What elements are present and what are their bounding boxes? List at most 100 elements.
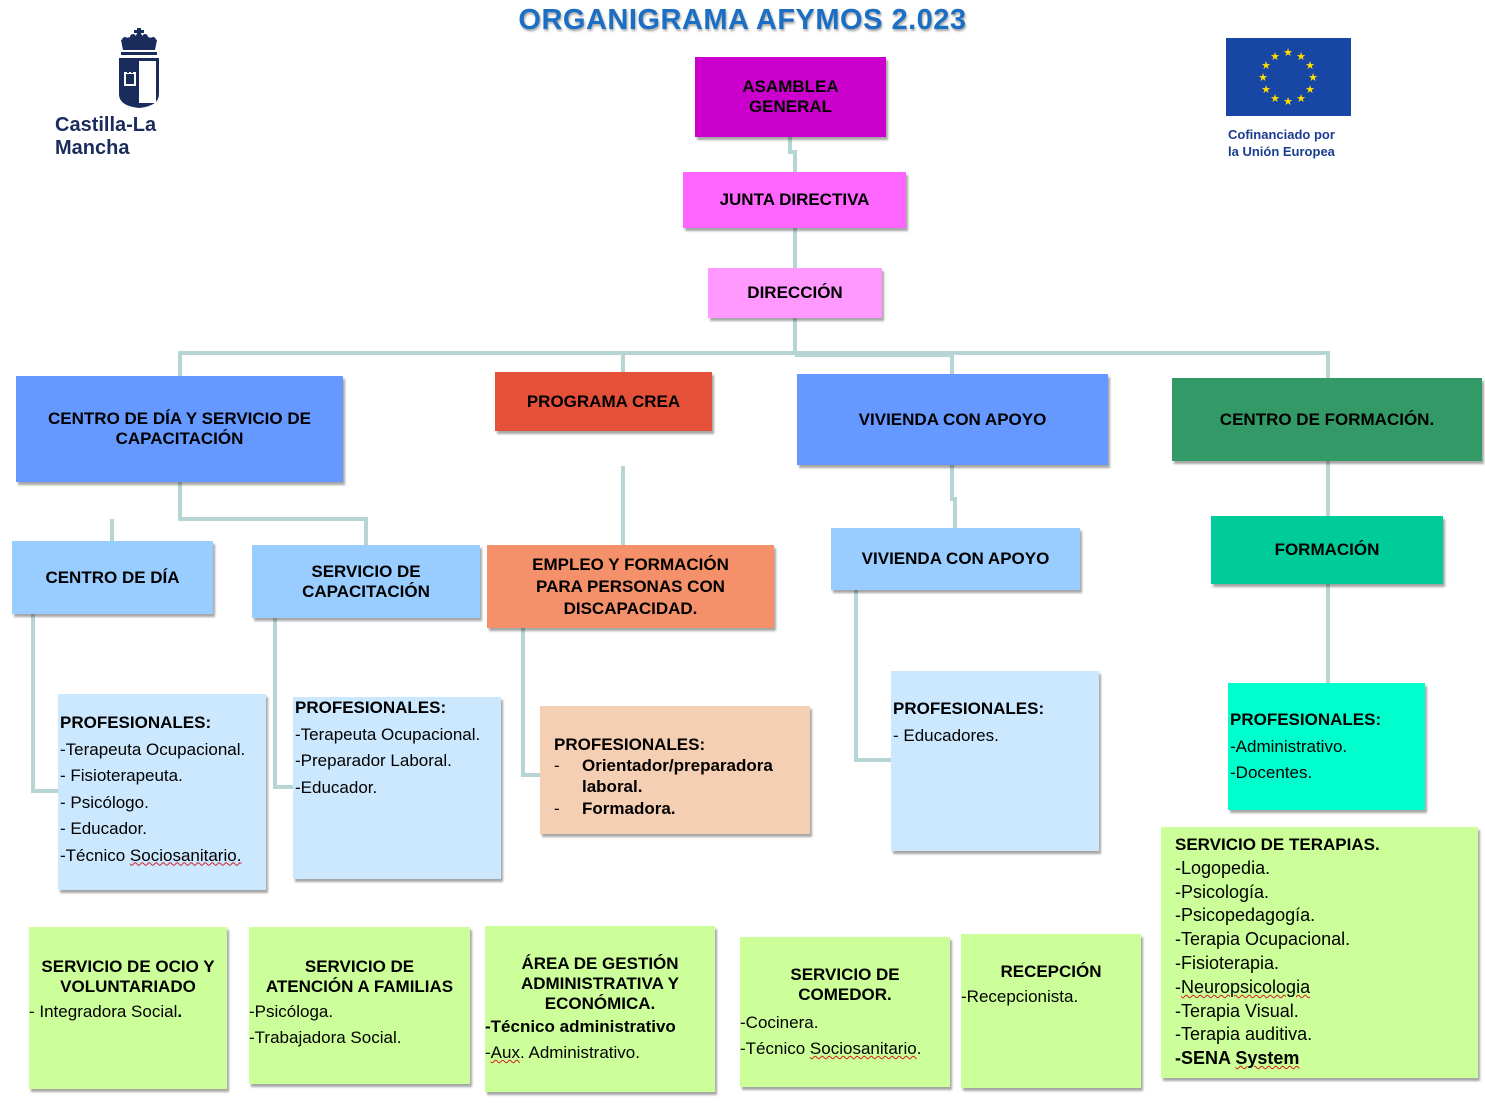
servicio-terapias: SERVICIO DE TERAPIAS. -Logopedia. -Psico… — [1161, 827, 1478, 1078]
direccion-label: DIRECCIÓN — [747, 283, 843, 302]
prof-formacion-heading: PROFESIONALES: — [1230, 710, 1382, 729]
asamblea-line2: GENERAL — [748, 97, 833, 116]
gestion-item-2a: - — [485, 1043, 491, 1062]
node-centro-dia: CENTRO DE DÍA — [12, 541, 213, 614]
professionals-formacion: PROFESIONALES: -Administrativo. -Docente… — [1228, 683, 1425, 810]
comedor-item-1: -Cocinera. — [740, 1013, 819, 1032]
gestion-heading-3: ECONÓMICA. — [544, 994, 656, 1013]
vivienda-sub-label: VIVIENDA CON APOYO — [861, 549, 1050, 568]
node-programa-crea: PROGRAMA CREA — [495, 372, 712, 431]
node-servicio-capacitacion: SERVICIO DE CAPACITACIÓN — [252, 545, 480, 618]
professionals-crea: PROFESIONALES: - Orientador/preparadora … — [540, 706, 810, 834]
terapias-item-6a: - — [1175, 976, 1181, 997]
bullet-dash-icon: - — [554, 799, 560, 818]
node-vivienda-con-apoyo-top: VIVIENDA CON APOYO — [797, 374, 1108, 465]
prof-crea-item-1a: Orientador/preparadora — [582, 756, 773, 775]
terapias-item-4: -Terapia Ocupacional. — [1175, 929, 1351, 950]
node-centro-formacion: CENTRO DE FORMACIÓN. — [1172, 378, 1482, 461]
area-gestion-administrativa: ÁREA DE GESTIÓN ADMINISTRATIVA Y ECONÓMI… — [485, 926, 715, 1092]
terapias-item-2: -Psicología. — [1175, 881, 1270, 902]
node-vivienda-con-apoyo: VIVIENDA CON APOYO — [831, 528, 1080, 590]
svg-text:★: ★ — [1270, 50, 1280, 63]
prof-crea-item-1: - Orientador/preparadora laboral. — [554, 755, 810, 797]
prof-crea-item-2: - Formadora. — [554, 797, 810, 821]
centro-dia-serv-line2: CAPACITACIÓN — [115, 429, 244, 448]
terapias-item-9a: -SENA — [1175, 1048, 1236, 1069]
gestion-item-2b: Aux — [490, 1043, 520, 1062]
castilla-la-mancha-logo: Castilla-La Mancha — [55, 26, 230, 159]
ocio-heading-1: SERVICIO DE OCIO Y — [41, 957, 215, 976]
familias-item-1: -Psicóloga. — [249, 1002, 334, 1021]
svg-text:★: ★ — [1296, 92, 1306, 105]
professionals-capacitacion: PROFESIONALES: -Terapeuta Ocupacional. -… — [293, 697, 501, 879]
terapias-item-1: -Logopedia. — [1175, 857, 1271, 878]
terapias-item-9b: System — [1235, 1048, 1300, 1069]
terapias-item-6b: Neuropsicologia — [1181, 976, 1311, 997]
node-formacion: FORMACIÓN — [1211, 516, 1443, 584]
svg-text:★: ★ — [1261, 83, 1271, 96]
prof-capacitacion-item-1: -Terapeuta Ocupacional. — [295, 724, 481, 744]
prof-capacitacion-item-3: -Educador. — [295, 777, 378, 797]
prof-centro-dia-item-2: - Fisioterapeuta. — [60, 766, 183, 785]
servicio-ocio-voluntariado: SERVICIO DE OCIO Y VOLUNTARIADO - Integr… — [29, 927, 227, 1089]
page-title: ORGANIGRAMA AFYMOS 2.023 — [518, 4, 967, 36]
servicio-comedor: SERVICIO DE COMEDOR. -Cocinera. -Técnico… — [740, 937, 950, 1087]
empleo-line1: EMPLEO Y FORMACIÓN — [532, 554, 729, 574]
comedor-item-2c: . — [916, 1039, 922, 1058]
familias-item-2: -Trabajadora Social. — [249, 1028, 402, 1047]
servicio-atencion-familias: SERVICIO DE ATENCIÓN A FAMILIAS -Psicólo… — [249, 927, 470, 1084]
centro-dia-label: CENTRO DE DÍA — [45, 567, 180, 587]
gestion-item-2c: . Administrativo. — [519, 1043, 640, 1062]
bullet-dash-icon: - — [554, 756, 560, 775]
comedor-heading-2: COMEDOR. — [798, 985, 892, 1004]
prof-capacitacion-item-2: -Preparador Laboral. — [295, 751, 452, 770]
familias-heading-1: SERVICIO DE — [304, 957, 415, 976]
recepcion-heading: RECEPCIÓN — [1000, 962, 1102, 981]
prof-centro-dia-heading: PROFESIONALES: — [60, 713, 212, 732]
vivienda-top-label: VIVIENDA CON APOYO — [858, 409, 1047, 429]
svg-text:★: ★ — [1308, 71, 1318, 84]
ocio-heading-2: VOLUNTARIADO — [60, 977, 196, 996]
prof-capacitacion-heading: PROFESIONALES: — [295, 698, 447, 717]
ocio-item-1b: . — [177, 1002, 183, 1021]
prof-centro-dia-item-3: - Psicólogo. — [60, 792, 149, 812]
professionals-centro-dia: PROFESIONALES: -Terapeuta Ocupacional. -… — [58, 694, 266, 890]
asamblea-line1: ASAMBLEA — [742, 77, 839, 96]
svg-text:★: ★ — [1270, 92, 1280, 105]
terapias-item-6: -Neuropsicologia — [1175, 976, 1478, 1000]
prof-centro-dia-item-5b: Sociosanitario. — [129, 845, 242, 865]
eu-flag-icon: ★★★ ★★★ ★★★ ★★★ — [1226, 38, 1351, 116]
node-direccion: DIRECCIÓN — [708, 268, 882, 318]
castilla-la-mancha-text: Castilla-La Mancha — [55, 114, 157, 159]
coat-of-arms-icon — [119, 28, 159, 108]
terapias-item-3: -Psicopedagogía. — [1175, 905, 1316, 926]
terapias-item-9: -SENA System — [1175, 1047, 1478, 1071]
eu-text-line1: Cofinanciado por — [1228, 127, 1335, 142]
formacion-label: FORMACIÓN — [1274, 540, 1380, 559]
eu-cofinanced-text: Cofinanciado por la Unión Europea — [1228, 126, 1388, 160]
prof-centro-dia-item-4: - Educador. — [60, 819, 147, 838]
node-centro-dia-servicio-capacitacion: CENTRO DE DÍA Y SERVICIO DE CAPACITACIÓN — [16, 376, 343, 482]
eu-stars-icon: ★★★ ★★★ ★★★ ★★★ — [1258, 46, 1318, 108]
terapias-item-5: -Fisioterapia. — [1175, 952, 1280, 973]
prof-vivienda-heading: PROFESIONALES: — [893, 699, 1045, 718]
recepcion: RECEPCIÓN -Recepcionista. — [961, 934, 1141, 1088]
serv-cap-line2: CAPACITACIÓN — [302, 581, 430, 601]
familias-heading-2: ATENCIÓN A FAMILIAS — [265, 977, 454, 996]
comedor-heading-1: SERVICIO DE — [790, 965, 900, 984]
svg-text:★: ★ — [1261, 59, 1271, 72]
prof-crea-heading: PROFESIONALES: — [554, 735, 706, 754]
recepcion-item-1: -Recepcionista. — [961, 987, 1079, 1006]
prof-centro-dia-item-1: -Terapeuta Ocupacional. — [60, 739, 246, 759]
prof-centro-dia-item-5: -Técnico Sociosanitario. — [60, 843, 266, 870]
prof-centro-dia-item-5a: -Técnico — [60, 845, 130, 865]
eu-text-line2: la Unión Europea — [1228, 144, 1335, 159]
svg-text:★: ★ — [1258, 71, 1268, 84]
prof-vivienda-item-1: - Educadores. — [893, 725, 999, 745]
ocio-item-1: - Integradora Social. — [29, 999, 227, 1025]
prof-crea-item-1b: laboral. — [582, 777, 643, 796]
centro-formacion-label: CENTRO DE FORMACIÓN. — [1219, 409, 1435, 429]
svg-text:★: ★ — [1305, 59, 1315, 72]
prof-crea-item-2-text: Formadora. — [582, 799, 676, 818]
